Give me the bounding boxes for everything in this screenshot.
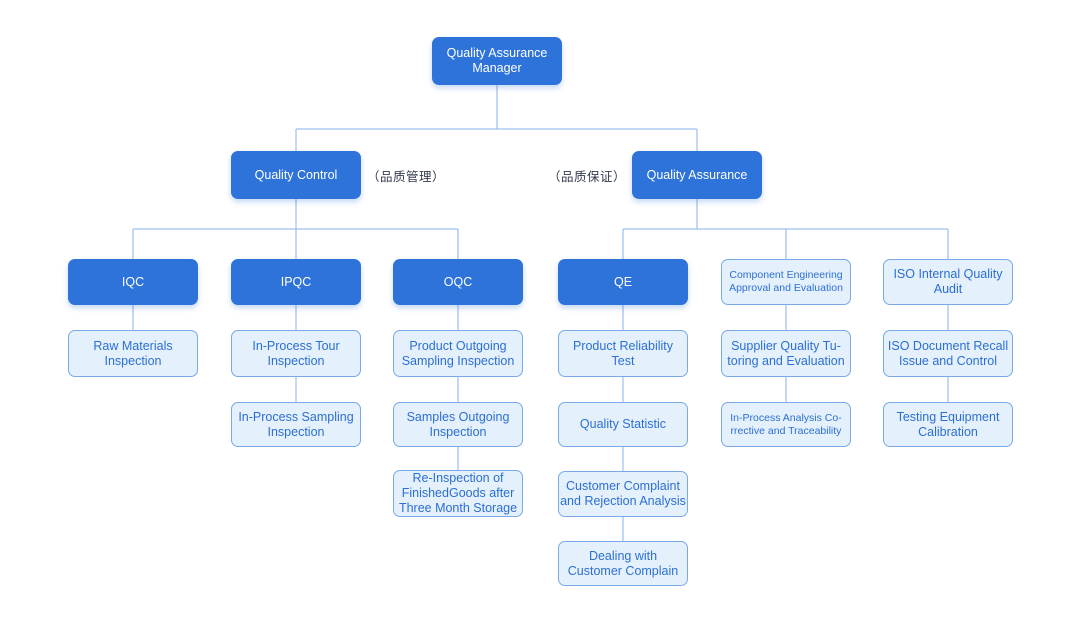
node-product-outgoing-sampling-inspection: Product Outgoing Sampling Inspection bbox=[393, 330, 523, 377]
node-quality-control: Quality Control bbox=[231, 151, 361, 199]
node-iqc: IQC bbox=[68, 259, 198, 305]
node-supplier-quality-tutoring-evaluation: Supplier Quality Tu- toring and Evaluati… bbox=[721, 330, 851, 377]
node-in-process-sampling-inspection: In-Process Sampling Inspection bbox=[231, 402, 361, 447]
annotation-quality-assurance-cn: （品质保证） bbox=[548, 169, 627, 184]
node-raw-materials-inspection: Raw Materials Inspection bbox=[68, 330, 198, 377]
node-in-process-analysis-corrective-traceability: In-Process Analysis Co- rrective and Tra… bbox=[721, 402, 851, 447]
node-customer-complaint-rejection-analysis: Customer Complaint and Rejection Analysi… bbox=[558, 471, 688, 517]
node-product-reliability-test: Product Reliability Test bbox=[558, 330, 688, 377]
node-reinspection-finished-goods: Re-Inspection of FinishedGoods after Thr… bbox=[393, 470, 523, 517]
annotation-quality-control-cn: （品质管理） bbox=[367, 169, 446, 184]
node-quality-assurance: Quality Assurance bbox=[632, 151, 762, 199]
node-quality-statistic: Quality Statistic bbox=[558, 402, 688, 447]
node-dealing-with-customer-complain: Dealing with Customer Complain bbox=[558, 541, 688, 586]
node-qe: QE bbox=[558, 259, 688, 305]
node-testing-equipment-calibration: Testing Equipment Calibration bbox=[883, 402, 1013, 447]
node-iso-internal-quality-audit: ISO Internal Quality Audit bbox=[883, 259, 1013, 305]
node-ipqc: IPQC bbox=[231, 259, 361, 305]
node-samples-outgoing-inspection: Samples Outgoing Inspection bbox=[393, 402, 523, 447]
node-quality-assurance-manager: Quality Assurance Manager bbox=[432, 37, 562, 85]
node-component-engineering-approval: Component Engineering Approval and Evalu… bbox=[721, 259, 851, 305]
node-oqc: OQC bbox=[393, 259, 523, 305]
node-in-process-tour-inspection: In-Process Tour Inspection bbox=[231, 330, 361, 377]
node-iso-document-recall-issue-control: ISO Document Recall Issue and Control bbox=[883, 330, 1013, 377]
